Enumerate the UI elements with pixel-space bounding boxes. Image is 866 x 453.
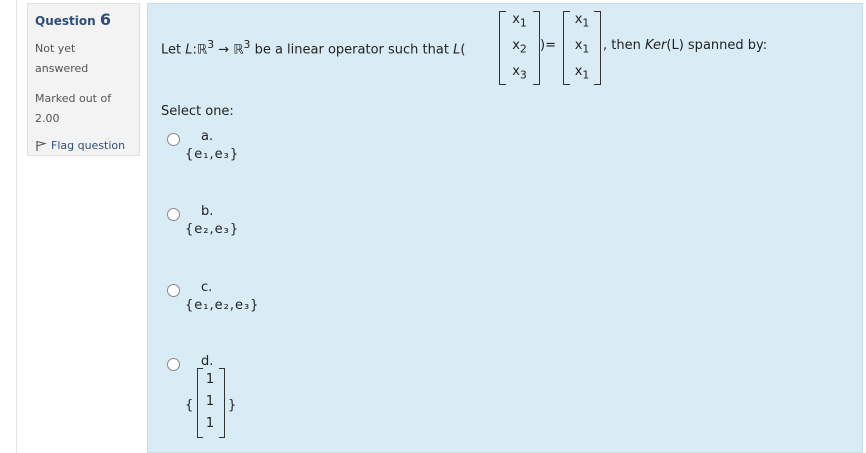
page-divider <box>16 0 17 453</box>
option-b-letter: b. <box>201 204 214 219</box>
option-d-letter: d. <box>201 354 214 369</box>
select-one-prompt: Select one: <box>161 104 234 119</box>
input-vector: x1 x2 x3 <box>499 7 540 87</box>
option-d-vector: { 1 1 1 } <box>185 368 265 448</box>
flag-icon <box>36 140 47 151</box>
flag-question-link[interactable]: Flag question <box>35 139 132 152</box>
question-content: Let L:ℝ3 → ℝ3 be a linear operator such … <box>147 3 863 453</box>
option-a-text: {e₁,e₃} <box>185 147 240 162</box>
option-a-letter: a. <box>201 129 214 144</box>
question-number: Question 6 <box>35 10 111 29</box>
question-info-panel: Question 6 Not yet answered Marked out o… <box>27 3 140 156</box>
question-state: Not yet answered <box>35 42 89 75</box>
output-vector: x1 x1 x1 <box>563 7 601 87</box>
option-b-text: {e₂,e₃} <box>185 222 240 237</box>
question-text: Let L:ℝ3 → ℝ3 be a linear operator such … <box>161 7 851 87</box>
option-b-radio[interactable] <box>167 208 180 221</box>
option-c-radio[interactable] <box>167 284 180 297</box>
question-grade: Marked out of 2.00 <box>35 92 112 125</box>
option-c-text: {e₁,e₂,e₃} <box>185 298 260 313</box>
option-c-letter: c. <box>201 280 213 295</box>
option-d-radio[interactable] <box>167 358 180 371</box>
option-a-radio[interactable] <box>167 133 180 146</box>
